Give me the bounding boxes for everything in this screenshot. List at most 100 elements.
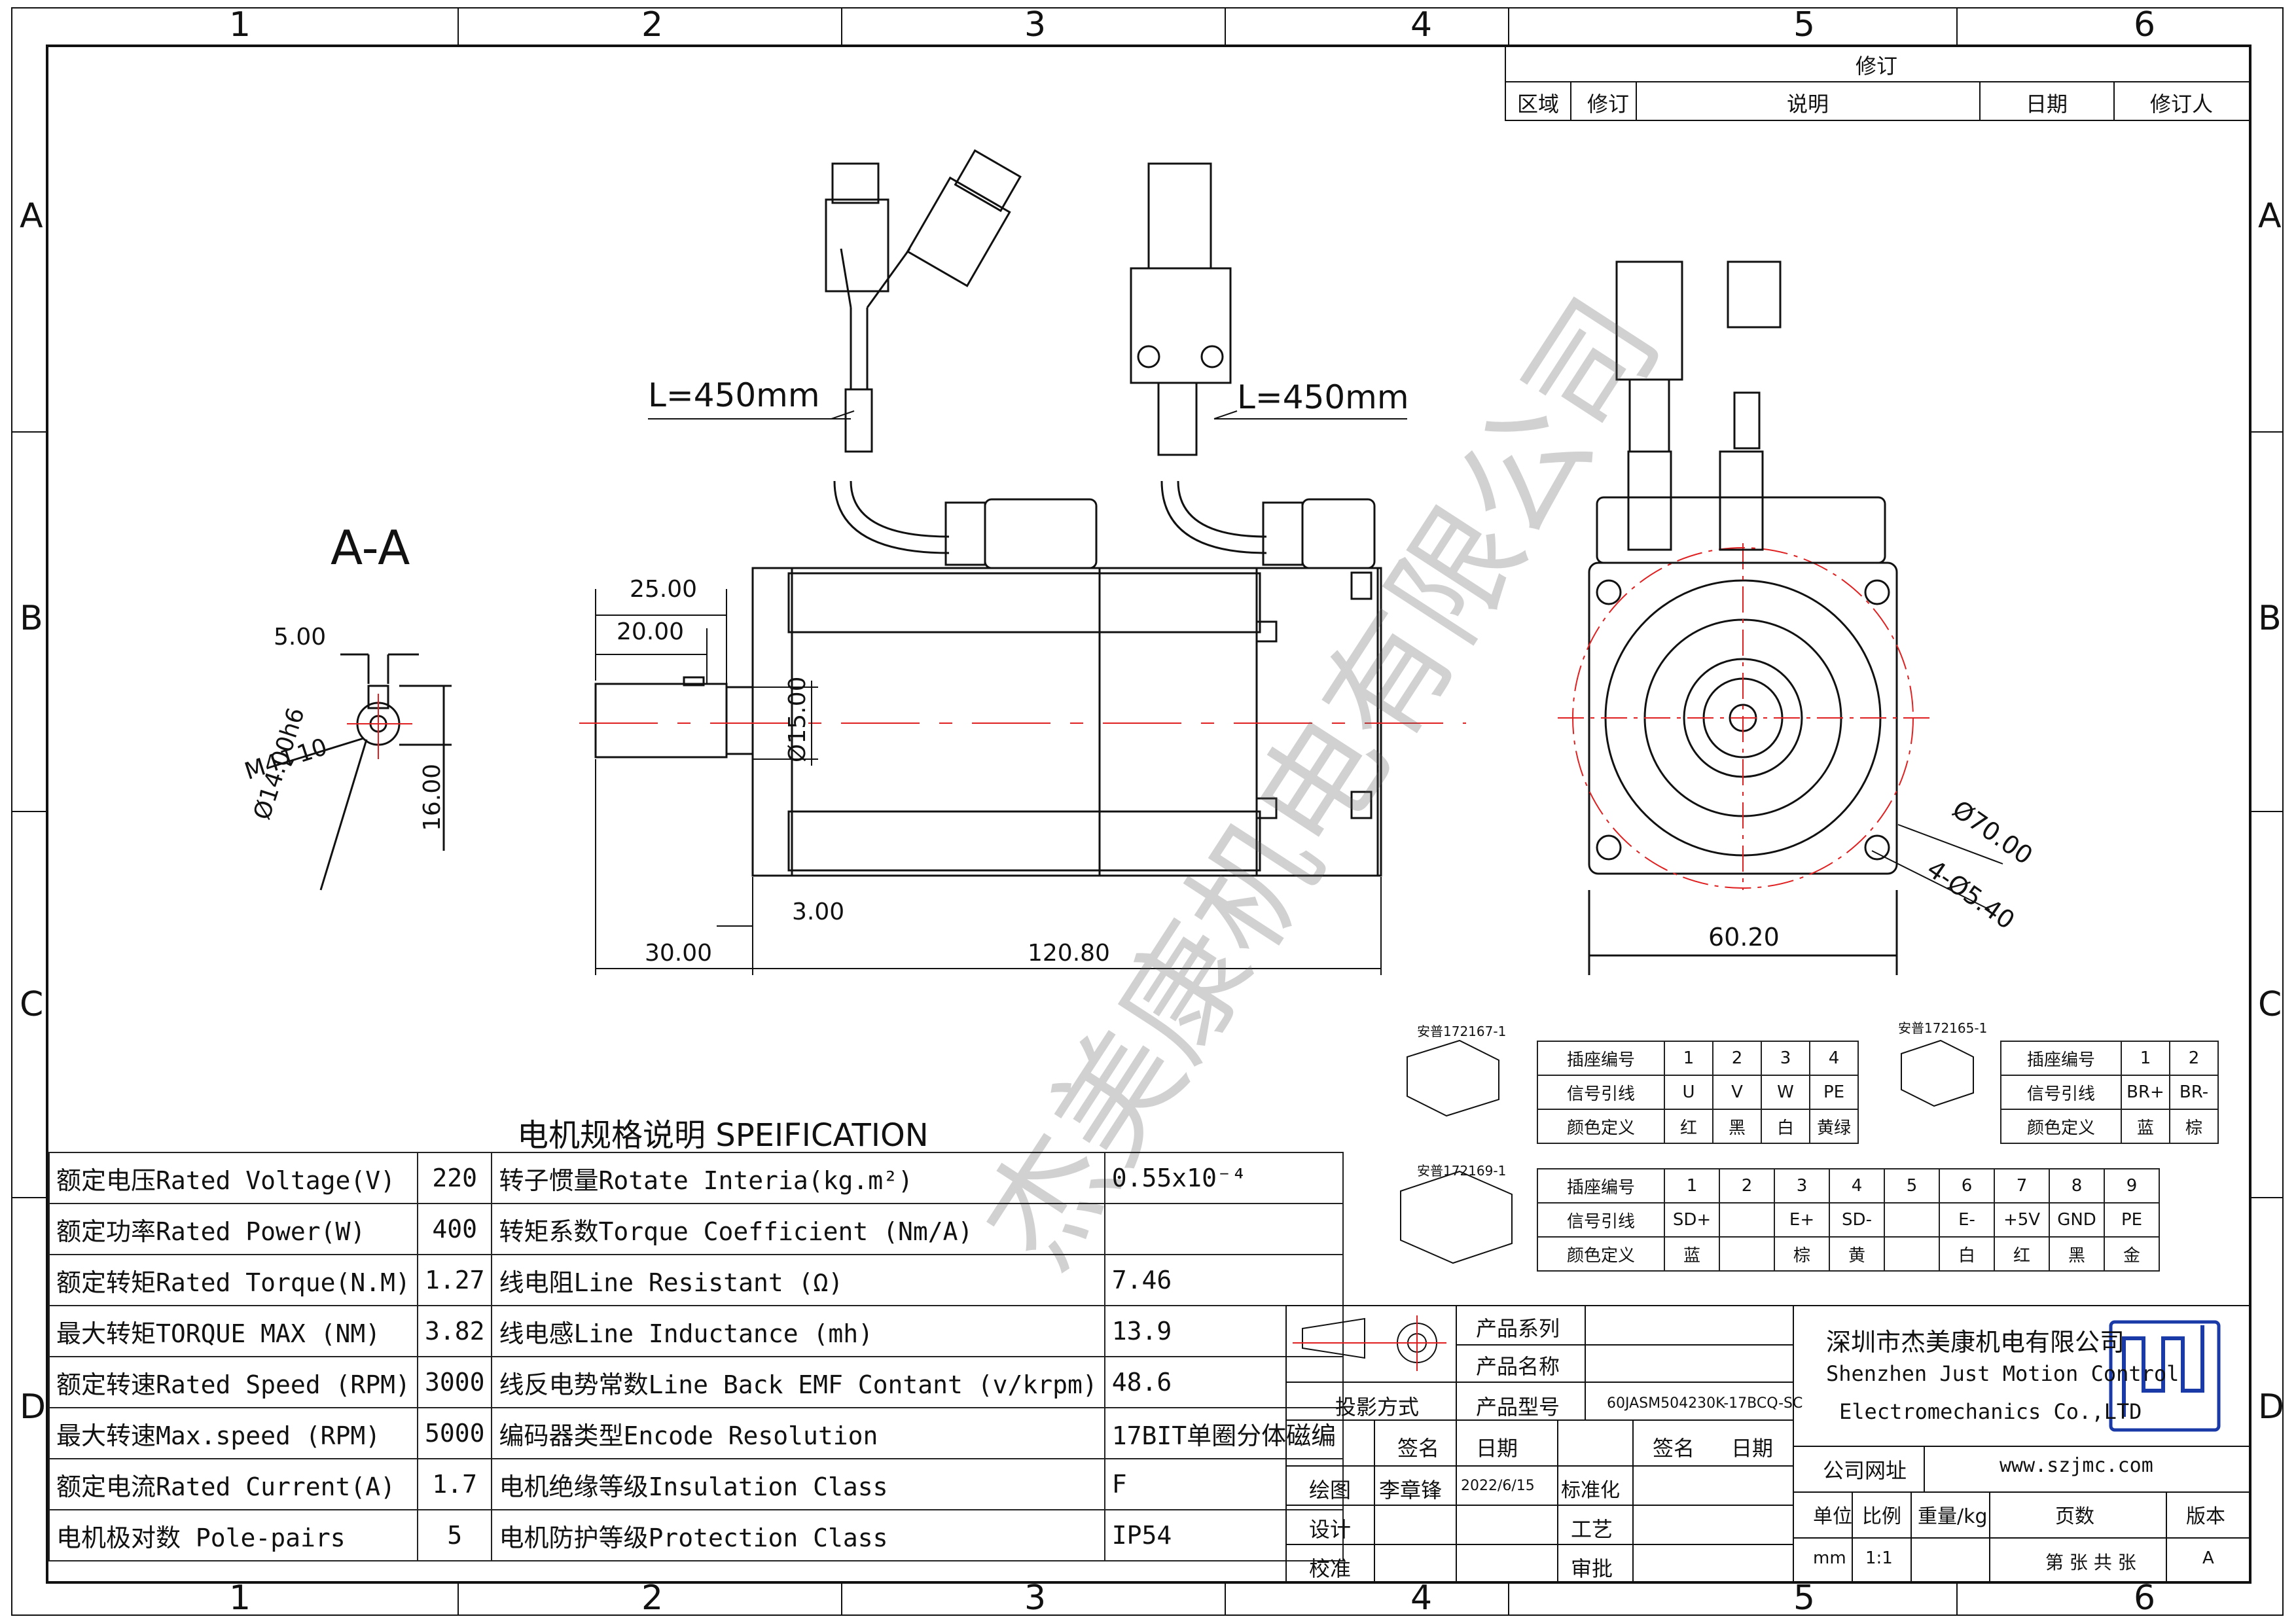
pin-cell: 白 bbox=[1939, 1236, 1995, 1272]
tb-process: 工艺 bbox=[1571, 1517, 1613, 1542]
dim-25: 25.00 bbox=[630, 576, 698, 603]
pin-cell: 黑 bbox=[2049, 1236, 2105, 1272]
tb-pages: 第 张 共 张 bbox=[2045, 1552, 2136, 1573]
revision-header-desc: 说明 bbox=[1787, 92, 1829, 116]
revision-header-area: 区域 bbox=[1517, 92, 1560, 116]
tb-check: 校准 bbox=[1309, 1556, 1352, 1581]
pin-cell: 7 bbox=[1994, 1168, 2050, 1204]
spec-cell: 线反电势常数Line Back EMF Contant (v/krpm) bbox=[491, 1356, 1105, 1408]
zone-col-5: 5 bbox=[1793, 5, 1816, 45]
pin-cell: V bbox=[1712, 1075, 1762, 1110]
pin-cell: 5 bbox=[1884, 1168, 1940, 1204]
pin-cell: 白 bbox=[1761, 1109, 1810, 1144]
dim-key-height: 16.00 bbox=[419, 763, 446, 831]
pin-cell: PE bbox=[2104, 1202, 2160, 1238]
zone-col-1-bottom: 1 bbox=[229, 1578, 251, 1618]
pin-cell: 3 bbox=[1774, 1168, 1830, 1204]
tb-series-label: 产品系列 bbox=[1476, 1316, 1560, 1341]
revision-title: 修订 bbox=[1856, 54, 1898, 79]
tb-scale-label: 比例 bbox=[1862, 1505, 1901, 1528]
dim-key-width: 5.00 bbox=[274, 624, 327, 651]
tb-unit-label: 单位 bbox=[1813, 1505, 1852, 1528]
pin-cell: 颜色定义 bbox=[1537, 1236, 1665, 1272]
spec-cell: 额定功率Rated Power(W) bbox=[48, 1203, 418, 1255]
tb-model: 60JASM504230K-17BCQ-SC bbox=[1607, 1395, 1803, 1412]
spec-cell: F bbox=[1103, 1458, 1344, 1510]
revision-header-reviser: 修订人 bbox=[2150, 92, 2214, 116]
table-row: 颜色定义蓝棕黄白红黑金 bbox=[1537, 1236, 2160, 1272]
pin-cell: 蓝 bbox=[2121, 1109, 2170, 1144]
spec-cell: 3.82 bbox=[416, 1305, 493, 1357]
zone-row-d: D bbox=[20, 1387, 46, 1427]
connector-pictograms bbox=[1400, 1039, 1974, 1264]
tb-sign-2: 签名 bbox=[1653, 1436, 1695, 1461]
tb-date-2: 日期 bbox=[1731, 1436, 1774, 1461]
pin-cell bbox=[1719, 1236, 1775, 1272]
spec-cell: 400 bbox=[416, 1203, 493, 1255]
zone-row-a: A bbox=[20, 196, 43, 236]
zone-col-2-bottom: 2 bbox=[641, 1578, 664, 1618]
tb-website-label: 公司网址 bbox=[1823, 1458, 1907, 1483]
company-name-en-2: Electromechanics Co.,LTD bbox=[1839, 1399, 2142, 1424]
tb-date-1: 日期 bbox=[1476, 1436, 1518, 1461]
zone-row-d-right: D bbox=[2258, 1387, 2285, 1427]
side-view-dimensions bbox=[579, 410, 2003, 975]
tb-website: www.szjmc.com bbox=[2000, 1454, 2153, 1477]
zone-row-c-right: C bbox=[2258, 985, 2282, 1024]
cable-length-right: L=450mm bbox=[1237, 378, 1409, 416]
pin-cell: 插座编号 bbox=[1537, 1041, 1665, 1076]
spec-cell: 电机防护等级Protection Class bbox=[491, 1509, 1105, 1561]
zone-row-b: B bbox=[20, 599, 43, 638]
cable-length-left: L=450mm bbox=[648, 376, 820, 414]
spec-cell: 0.55x10⁻⁴ bbox=[1103, 1152, 1344, 1204]
pin-cell: 棕 bbox=[2169, 1109, 2219, 1144]
spec-cell: 转子惯量Rotate Interia(kg.m²) bbox=[491, 1152, 1105, 1204]
spec-cell: 电机极对数 Pole-pairs bbox=[48, 1509, 418, 1561]
pin-cell: 信号引线 bbox=[1537, 1075, 1665, 1110]
spec-cell: 额定电流Rated Current(A) bbox=[48, 1458, 418, 1510]
pin-cell: BR- bbox=[2169, 1075, 2219, 1110]
tb-draw: 绘图 bbox=[1309, 1478, 1352, 1503]
zone-col-3-bottom: 3 bbox=[1024, 1578, 1047, 1618]
spec-cell: 5 bbox=[416, 1509, 493, 1561]
pin-cell: 黄 bbox=[1829, 1236, 1885, 1272]
tb-model-label: 产品型号 bbox=[1476, 1395, 1560, 1419]
dim-3: 3.00 bbox=[792, 899, 845, 925]
revision-table-lines bbox=[1505, 45, 2251, 121]
pin-cell: GND bbox=[2049, 1202, 2105, 1238]
spec-cell: 最大转矩TORQUE MAX (NM) bbox=[48, 1305, 418, 1357]
spec-cell: 转矩系数Torque Coefficient (Nm/A) bbox=[491, 1203, 1105, 1255]
spec-cell: 线电阻Line Resistant (Ω) bbox=[491, 1254, 1105, 1306]
pin-cell: SD+ bbox=[1664, 1202, 1720, 1238]
pin-cell: 9 bbox=[2104, 1168, 2160, 1204]
pin-cell bbox=[1884, 1202, 1940, 1238]
zone-col-6: 6 bbox=[2134, 5, 2156, 45]
spec-cell: 220 bbox=[416, 1152, 493, 1204]
tb-standard: 标准化 bbox=[1561, 1479, 1620, 1502]
pin-cell bbox=[1719, 1202, 1775, 1238]
pin-cell: 4 bbox=[1829, 1168, 1885, 1204]
tb-version: A bbox=[2202, 1548, 2214, 1568]
tb-weight-label: 重量/kg bbox=[1918, 1505, 1988, 1528]
company-name-en-1: Shenzhen Just Motion Control bbox=[1826, 1361, 2179, 1386]
pin-cell: 金 bbox=[2104, 1236, 2160, 1272]
tb-version-label: 版本 bbox=[2186, 1505, 2225, 1528]
tb-pages-label: 页数 bbox=[2055, 1505, 2094, 1528]
spec-cell: 额定转矩Rated Torque(N.M) bbox=[48, 1254, 418, 1306]
pin-cell: 2 bbox=[1712, 1041, 1762, 1076]
zone-col-4: 4 bbox=[1410, 5, 1433, 45]
dim-d15: Ø15.00 bbox=[784, 676, 811, 762]
pin-cell: 4 bbox=[1809, 1041, 1859, 1076]
spec-cell: 1.27 bbox=[416, 1254, 493, 1306]
connector-encoder-label: 安普172169-1 bbox=[1417, 1163, 1507, 1179]
